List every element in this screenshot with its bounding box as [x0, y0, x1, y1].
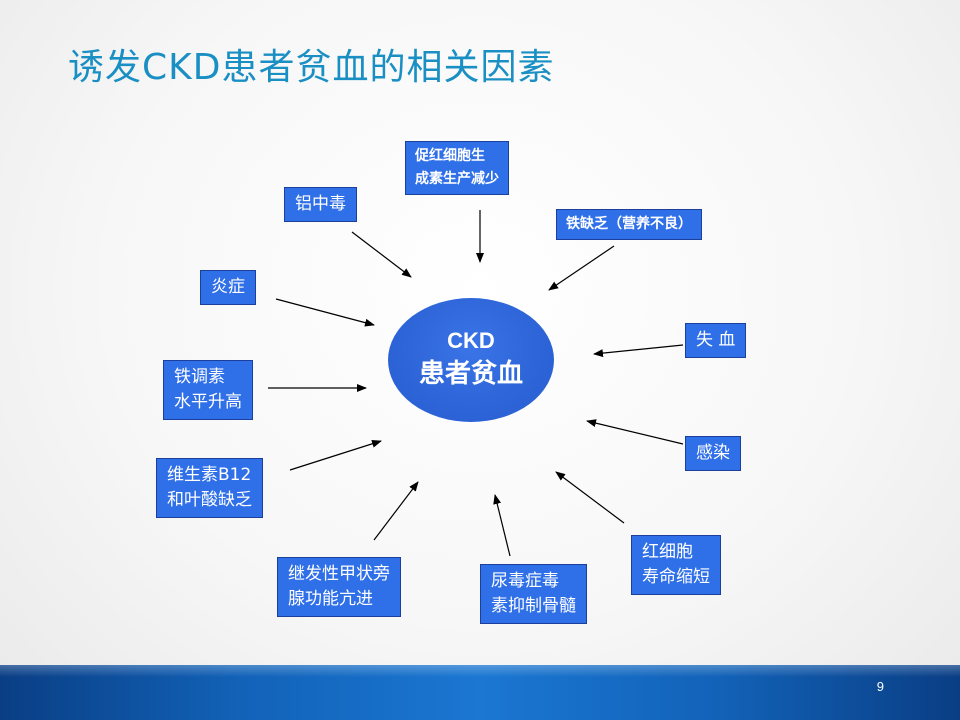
- arrow-lead: [351, 231, 412, 278]
- arrow-b12: [289, 439, 382, 471]
- factor-box-rbc: 红细胞 寿命缩短: [631, 535, 721, 595]
- factor-box-hpt: 继发性甲状旁 腺功能亢进: [277, 557, 401, 617]
- arrow-inflammation: [275, 298, 375, 327]
- factor-box-lead: 铝中毒: [284, 187, 357, 222]
- center-label-anemia: 患者贫血: [418, 359, 523, 389]
- factor-box-infection: 感染: [685, 436, 741, 471]
- page-number: 9: [876, 679, 884, 694]
- arrow-rbc: [555, 471, 625, 524]
- slide-title: 诱发CKD患者贫血的相关因素: [68, 47, 555, 88]
- arrow-uremic: [493, 494, 511, 557]
- arrow-iron: [548, 245, 615, 291]
- center-label-ckd: CKD: [447, 328, 495, 353]
- footer-bar: 9: [0, 665, 960, 720]
- center-ellipse: CKD 患者贫血: [388, 298, 554, 422]
- factor-box-b12: 维生素B12 和叶酸缺乏: [156, 458, 263, 518]
- factor-box-bloodloss: 失 血: [685, 323, 747, 358]
- factor-box-uremic: 尿毒症毒 素抑制骨髓: [480, 564, 587, 624]
- factor-box-iron: 铁缺乏（营养不良）: [556, 209, 702, 240]
- factor-box-inflammation: 炎症: [200, 270, 256, 305]
- factor-box-hepcidin: 铁调素 水平升高: [163, 360, 253, 420]
- arrow-infection: [586, 419, 684, 445]
- arrow-hpt: [373, 481, 419, 541]
- factor-box-epo: 促红细胞生 成素生产减少: [405, 141, 509, 195]
- arrow-bloodloss: [593, 344, 684, 358]
